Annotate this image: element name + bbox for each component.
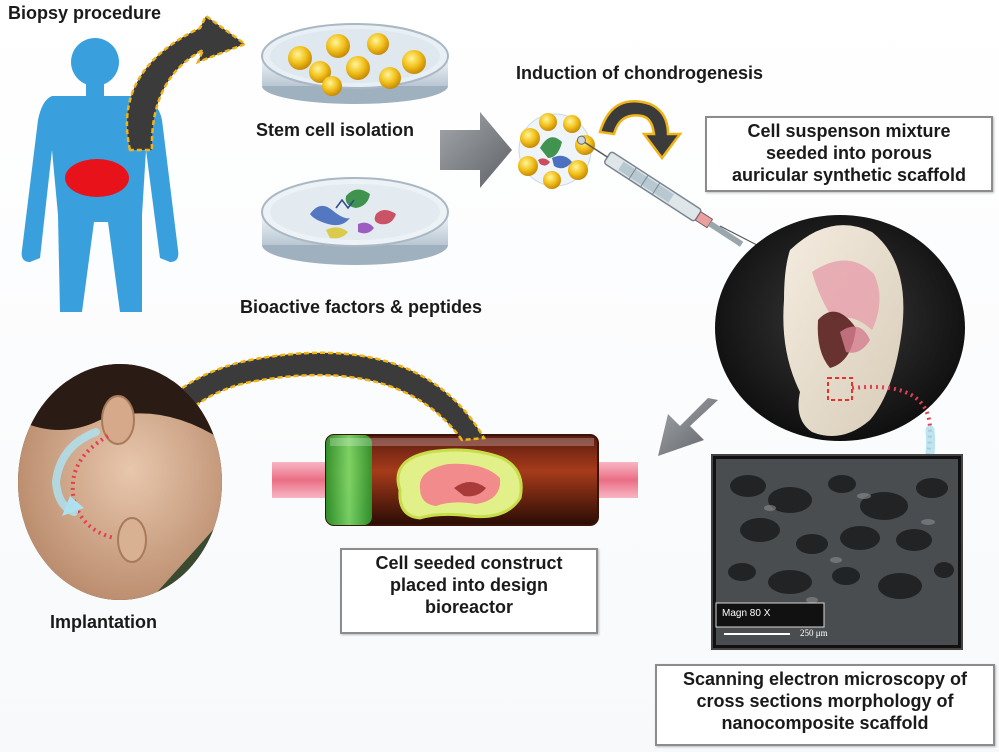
bioreactor — [272, 434, 638, 526]
bioactive-petri-dish — [261, 177, 449, 265]
cell-suspension-line-3: auricular synthetic scaffold — [731, 165, 967, 185]
sem-scale-label: 250 μm — [800, 628, 828, 638]
cell-suspension-line-2: seeded into porous — [765, 143, 933, 163]
construct-line-2: placed into design — [389, 575, 549, 595]
bioactive-factors-label: Bioactive factors & peptides — [240, 297, 483, 317]
cell-suspension-box: Cell suspenson mixture seeded into porou… — [705, 116, 993, 192]
biopsy-procedure-label: Biopsy procedure — [8, 3, 162, 23]
flow-arrow-to-induction — [440, 112, 512, 188]
induction-label: Induction of chondrogenesis — [516, 63, 763, 83]
biopsy-curved-arrow — [125, 14, 248, 152]
sem-caption-line-2: cross sections morphology of — [696, 691, 954, 711]
implantation-photo — [18, 364, 222, 600]
construct-box: Cell seeded construct placed into design… — [340, 548, 598, 634]
cell-suspension-line-1: Cell suspenson mixture — [747, 121, 951, 141]
implantation-label: Implantation — [50, 612, 157, 632]
sem-caption-box: Scanning electron microscopy of cross se… — [655, 664, 995, 746]
sem-region-marker — [827, 377, 853, 401]
sem-caption-line-1: Scanning electron microscopy of — [682, 669, 968, 689]
biopsy-site — [65, 159, 129, 197]
stem-cell-petri-dish — [261, 23, 449, 104]
stem-cells — [288, 33, 426, 96]
sem-caption-line-3: nanocomposite scaffold — [721, 713, 929, 733]
construct-line-3: bioreactor — [424, 597, 514, 617]
chondrogenesis-cell-cluster — [518, 113, 595, 189]
sem-image — [711, 454, 963, 650]
induction-curved-arrow — [598, 99, 683, 161]
syringe — [576, 135, 744, 247]
construct-line-1: Cell seeded construct — [375, 553, 563, 573]
flow-arrow-to-bioreactor — [658, 398, 718, 456]
stem-cell-isolation-label: Stem cell isolation — [256, 120, 415, 140]
protein-molecules — [310, 189, 396, 239]
sem-magnification: Magn 80 X — [722, 608, 771, 619]
ear-scaffold-photo — [715, 215, 965, 441]
